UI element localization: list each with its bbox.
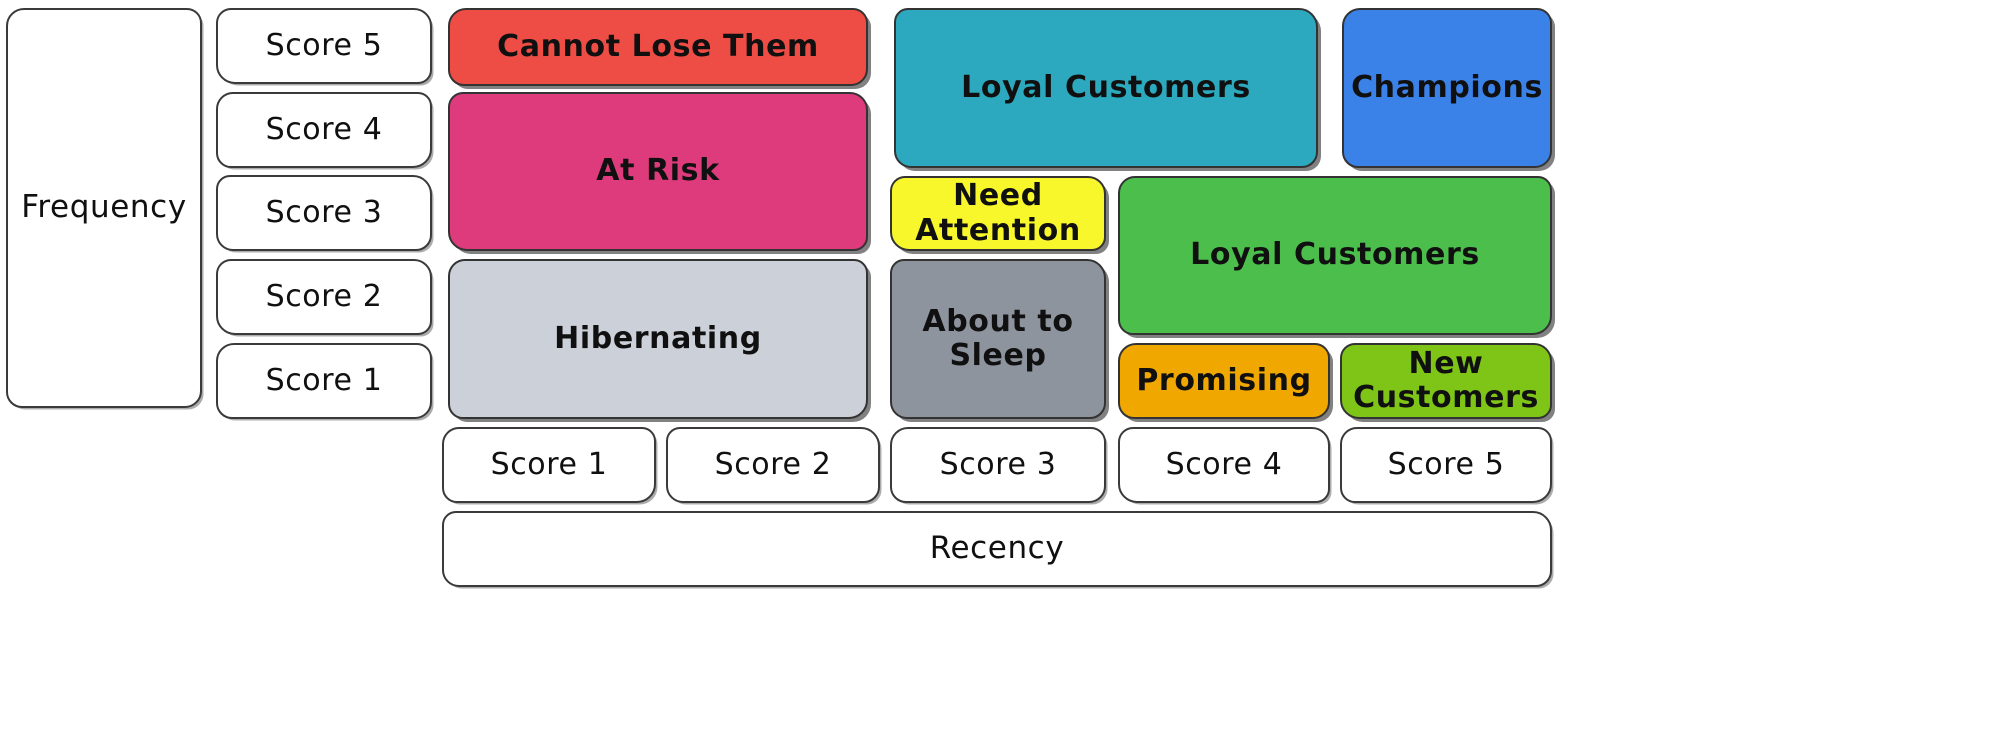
recency-score-3[interactable]: Score 3 [890,427,1106,503]
segment-promising[interactable]: Promising [1118,343,1330,419]
segment-about-to-sleep[interactable]: About to Sleep [890,259,1106,419]
recency-score-1[interactable]: Score 1 [442,427,656,503]
frequency-score-3-label: Score 3 [265,194,383,230]
recency-score-3-label: Score 3 [939,446,1057,482]
segment-hibernating[interactable]: Hibernating [448,259,868,419]
recency-score-5-label: Score 5 [1387,446,1505,482]
segment-loyal-customers-teal[interactable]: Loyal Customers [894,8,1318,168]
segment-at-risk[interactable]: At Risk [448,92,868,251]
segment-cannot-lose-them[interactable]: Cannot Lose Them [448,8,868,86]
frequency-score-1[interactable]: Score 1 [216,343,432,419]
segment-need-attention-label: Need Attention [915,178,1081,248]
frequency-score-4-label: Score 4 [265,111,383,147]
frequency-score-2[interactable]: Score 2 [216,259,432,335]
recency-score-4-label: Score 4 [1165,446,1283,482]
frequency-score-5[interactable]: Score 5 [216,8,432,84]
segment-at-risk-label: At Risk [596,153,720,189]
frequency-score-1-label: Score 1 [265,362,383,398]
segment-hibernating-label: Hibernating [554,320,762,356]
recency-score-1-label: Score 1 [490,446,608,482]
segment-about-to-sleep-label: About to Sleep [922,303,1074,373]
segment-champions-label: Champions [1351,69,1543,105]
recency-axis-text: Recency [929,530,1065,567]
segment-loyal-customers-green-label: Loyal Customers [1190,237,1480,273]
recency-score-5[interactable]: Score 5 [1340,427,1552,503]
segment-loyal-customers-green[interactable]: Loyal Customers [1118,176,1552,335]
frequency-axis-text: Frequency [21,189,187,226]
segment-cannot-lose-them-label: Cannot Lose Them [497,28,819,64]
frequency-score-5-label: Score 5 [265,27,383,63]
recency-axis-label: Recency [442,511,1552,587]
frequency-score-4[interactable]: Score 4 [216,92,432,168]
segment-loyal-customers-teal-label: Loyal Customers [961,69,1251,105]
frequency-score-3[interactable]: Score 3 [216,175,432,251]
segment-new-customers-label: New Customers [1353,345,1539,415]
segment-new-customers[interactable]: New Customers [1340,343,1552,419]
recency-score-2[interactable]: Score 2 [666,427,880,503]
recency-score-4[interactable]: Score 4 [1118,427,1330,503]
frequency-score-2-label: Score 2 [265,278,383,314]
recency-score-2-label: Score 2 [714,446,832,482]
frequency-axis-label: Frequency [6,8,202,408]
segment-need-attention[interactable]: Need Attention [890,176,1106,251]
segment-champions[interactable]: Champions [1342,8,1552,168]
segment-promising-label: Promising [1136,362,1312,398]
